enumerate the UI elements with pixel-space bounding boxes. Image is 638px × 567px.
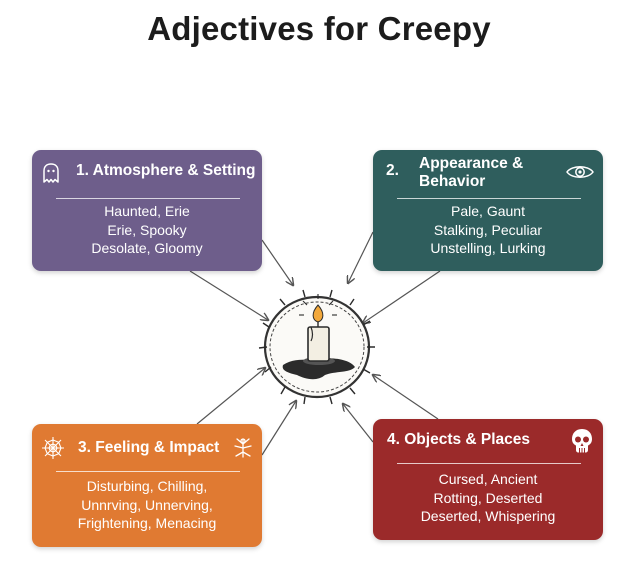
spiderweb-icon [41, 436, 65, 460]
adjective-line: Deserted, Whispering [420, 508, 556, 524]
divider [56, 471, 240, 472]
adjective-line: Rotting, Deserted [433, 489, 543, 506]
divider [56, 198, 240, 199]
category-heading: 3. Feeling & Impact [78, 439, 220, 456]
adjective-line: Stalking, Peculiar [433, 221, 543, 238]
adjective-line: Frightening, Menacing [77, 515, 217, 531]
adjective-list: Cursed, Ancient Rotting, Deserted Desert… [373, 470, 603, 526]
category-heading: 1. Atmosphere & Setting [76, 162, 256, 179]
adjective-list: Disturbing, Chilling, Unnrving, Unnervin… [32, 477, 262, 533]
adjective-line: Haunted, Erie [104, 203, 190, 219]
divider [397, 463, 581, 464]
adjective-line: Erie, Spooky [107, 221, 187, 238]
eye-icon [565, 162, 595, 182]
ghost-icon [41, 162, 61, 184]
adjective-line: Disturbing, Chilling, [86, 478, 208, 494]
category-heading: Appearance & Behavior [419, 155, 524, 190]
adjective-list: Pale, Gaunt Stalking, Peculiar Unstellin… [373, 202, 603, 258]
candle-icon [255, 287, 380, 407]
divider [397, 198, 581, 199]
category-card-objects: 4. Objects & Places Cursed, Ancient Rott… [373, 419, 603, 540]
category-card-feeling: 3. Feeling & Impact Disturbing, Chilling… [32, 424, 262, 547]
category-card-appearance: 2. Appearance & Behavior Pale, Gaunt Sta… [373, 150, 603, 271]
adjective-line: Unstelling, Lurking [430, 240, 546, 256]
adjective-line: Unnrving, Unnerving, [81, 496, 213, 513]
category-card-atmosphere: 1. Atmosphere & Setting Haunted, Erie Er… [32, 150, 262, 271]
adjective-line: Pale, Gaunt [451, 203, 525, 219]
creature-icon [232, 436, 254, 460]
adjective-list: Haunted, Erie Erie, Spooky Desolate, Glo… [32, 202, 262, 258]
category-number: 2. [386, 162, 399, 179]
page-title: Adjectives for Creepy [147, 10, 491, 47]
adjective-line: Cursed, Ancient [438, 471, 538, 487]
adjective-line: Desolate, Gloomy [91, 240, 203, 256]
skull-icon [570, 428, 594, 454]
category-heading: 4. Objects & Places [387, 431, 531, 448]
